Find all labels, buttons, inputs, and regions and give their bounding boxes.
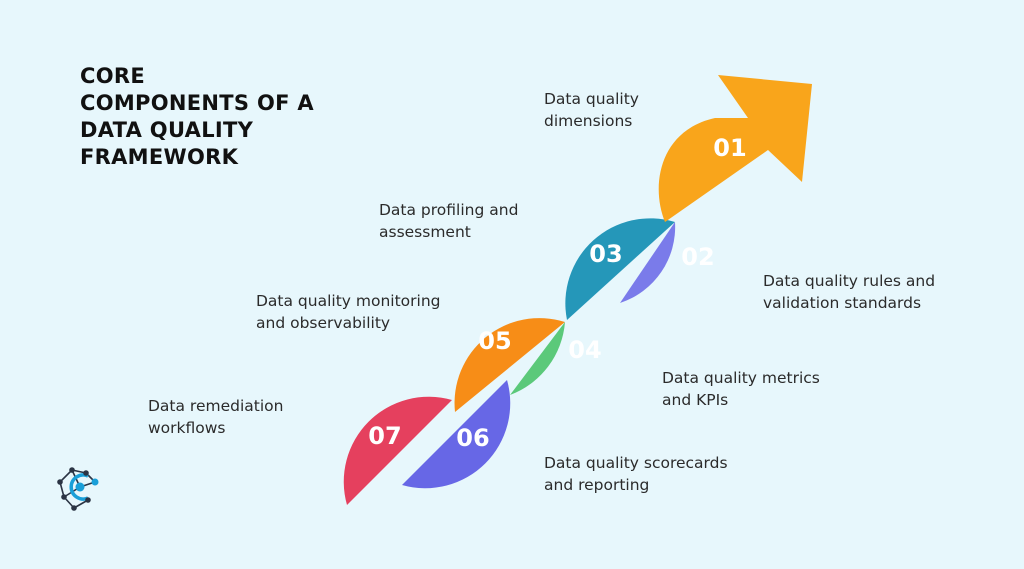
step-02-number: 02: [681, 243, 714, 271]
label-line: Data quality monitoring: [256, 292, 441, 310]
title-line: FRAMEWORK: [80, 145, 239, 169]
step-05-shape: [454, 318, 565, 412]
label-line: Data quality rules and: [763, 272, 936, 290]
label-line: Data quality metrics: [662, 369, 820, 387]
step-01-arrow: [658, 75, 812, 222]
label-line: Data quality: [544, 90, 639, 108]
label-line: Data quality scorecards: [544, 454, 728, 472]
label-line: dimensions: [544, 112, 633, 130]
step-07-shape: [343, 396, 452, 505]
title-line: CORE: [80, 64, 145, 88]
step-07-number: 07: [368, 422, 401, 450]
label-line: and observability: [256, 314, 391, 332]
step-01-label: Data quality dimensions: [544, 88, 639, 132]
label-line: Data profiling and: [379, 201, 519, 219]
step-06-shape: [402, 380, 511, 489]
network-node-logo: [57, 467, 99, 511]
step-02-label: Data quality rules and validation standa…: [763, 270, 935, 314]
step-04-number: 04: [568, 336, 601, 364]
step-06-number: 06: [456, 424, 489, 452]
label-line: Data remediation: [148, 397, 284, 415]
label-line: and reporting: [544, 476, 650, 494]
step-02-shape: [620, 222, 676, 303]
step-01-number: 01: [713, 134, 746, 162]
step-06-label: Data quality scorecards and reporting: [544, 452, 728, 496]
label-line: validation standards: [763, 294, 922, 312]
step-05-number: 05: [478, 327, 511, 355]
step-04-shape: [510, 322, 565, 395]
page-title: CORE COMPONENTS OF A DATA QUALITY FRAMEW…: [80, 63, 314, 171]
step-05-label: Data quality monitoring and observabilit…: [256, 290, 441, 334]
title-line: DATA QUALITY: [80, 118, 254, 142]
label-line: assessment: [379, 223, 471, 241]
label-line: and KPIs: [662, 391, 729, 409]
title-line: COMPONENTS OF A: [80, 91, 314, 115]
step-07-label: Data remediation workflows: [148, 395, 283, 439]
step-04-label: Data quality metrics and KPIs: [662, 367, 820, 411]
step-03-number: 03: [589, 240, 622, 268]
label-line: workflows: [148, 419, 226, 437]
step-03-shape: [565, 218, 675, 320]
step-03-label: Data profiling and assessment: [379, 199, 518, 243]
